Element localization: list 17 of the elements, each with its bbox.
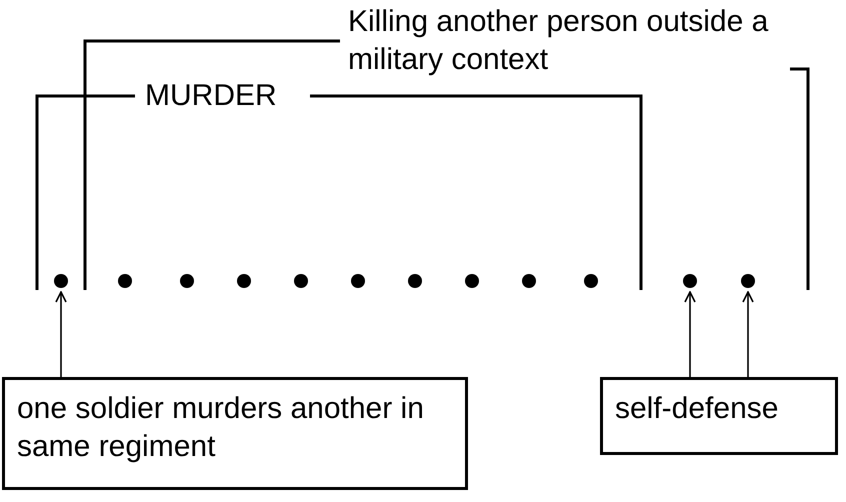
dot-marker <box>584 274 598 288</box>
dot-marker <box>294 274 308 288</box>
dot-marker <box>683 274 697 288</box>
dot-marker <box>741 274 755 288</box>
arrow <box>742 291 754 377</box>
text-box: self-defense <box>600 377 838 455</box>
text-box: one soldier murders another in same regiment <box>2 377 468 490</box>
dot-marker <box>237 274 251 288</box>
arrow <box>55 291 67 377</box>
dot-marker <box>522 274 536 288</box>
dot-marker <box>351 274 365 288</box>
dot-marker <box>180 274 194 288</box>
dot-marker <box>408 274 422 288</box>
dot-marker <box>465 274 479 288</box>
dot-marker <box>54 274 68 288</box>
dot-marker <box>118 274 132 288</box>
arrow <box>684 291 696 377</box>
